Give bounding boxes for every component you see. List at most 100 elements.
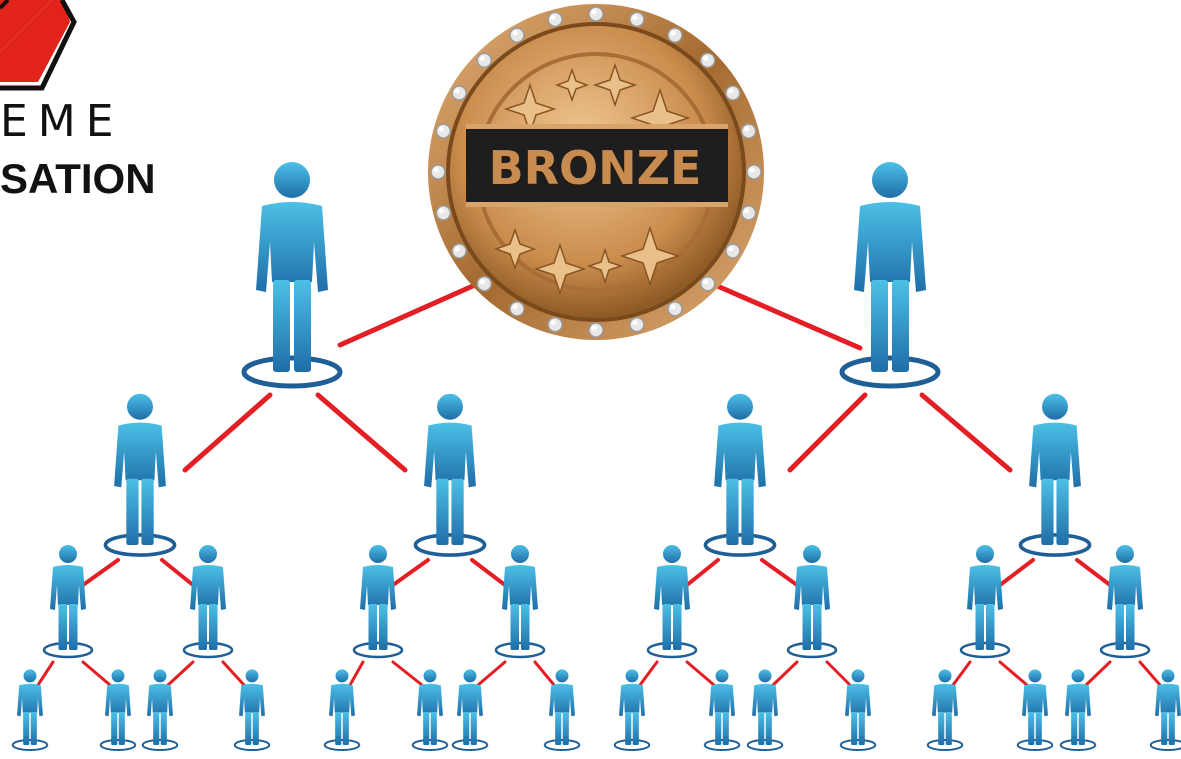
gem [588,322,604,338]
connection-line [470,558,507,587]
gem [435,123,452,139]
connection-line [1084,660,1112,687]
gem-shine [632,14,638,20]
gem [547,316,563,333]
person-icon [105,669,131,745]
connection-line [533,660,556,687]
connection-line [685,660,716,687]
badge-gems [430,6,762,338]
base-ring [1059,738,1097,752]
person-level4 [451,669,489,752]
gem-shine [512,30,518,36]
base-ring [839,738,877,752]
gem-shine [454,246,460,252]
person-icon [424,393,476,545]
connection-lines [36,282,1162,687]
badge-label: BRONZE [488,141,702,195]
person-icon [619,669,645,745]
base-ring [703,533,777,557]
gem [629,316,645,333]
person-icon [1029,393,1081,545]
gem-shine [670,304,676,310]
person-level3 [959,545,1011,659]
gem-shine [670,30,676,36]
connection-line [36,660,55,687]
connection-line [1138,660,1162,687]
gem [547,11,563,28]
person-level3 [352,545,404,659]
person-icon [654,545,690,650]
gem-shine [479,55,485,61]
connection-line [787,392,868,473]
person-icon [854,162,926,372]
gem [451,85,467,101]
gem-shine [512,304,518,310]
person-icon [360,545,396,650]
person-level4 [1059,669,1097,752]
base-ring [42,641,94,659]
base-ring [233,738,271,752]
person-level4 [1149,669,1181,752]
person-icon [1065,669,1091,745]
person-icon [1107,545,1143,650]
person-icon [714,393,766,545]
person-level2 [1018,393,1092,557]
gem [509,27,525,43]
gem [667,301,683,317]
base-ring [839,355,941,389]
logo-mark [0,0,77,91]
person-icon [256,162,328,372]
base-ring [11,738,49,752]
connection-line [825,660,852,687]
connection-line [998,660,1029,687]
person-level4 [543,669,581,752]
connection-line [81,660,112,687]
person-icon [967,545,1003,650]
gem [435,205,452,221]
gem-shine [591,9,597,15]
connection-line [951,660,972,687]
base-ring [494,641,546,659]
base-ring [103,533,177,557]
base-ring [926,738,964,752]
connection-line [166,660,195,687]
gem-shine [744,208,750,214]
person-level3 [494,545,546,659]
gem-shine [433,167,439,173]
base-ring [746,738,784,752]
connection-line [1075,558,1112,587]
gem-shine [703,279,709,285]
person-level3 [182,545,234,659]
base-ring [182,641,234,659]
person-icon [17,669,43,745]
connection-line [476,660,507,687]
base-ring [352,641,404,659]
person-icon [709,669,735,745]
base-ring [613,738,651,752]
connection-line [160,558,195,587]
connection-line [685,558,720,587]
gem [725,243,741,259]
connection-line [81,558,120,587]
base-ring [451,738,489,752]
person-icon [932,669,958,745]
person-icon [190,545,226,650]
connection-line [771,660,799,687]
gem [451,243,467,259]
bronze-badge [428,4,764,340]
gem [588,6,604,22]
gem-shine [591,325,597,331]
person-icon [329,669,355,745]
connection-line [182,392,273,473]
gem [476,52,493,69]
base-ring [1018,533,1092,557]
person-icon [417,669,443,745]
gem [667,27,683,43]
person-level2 [413,393,487,557]
gem-shine [744,126,750,132]
logo-text-line2: SATION [0,158,156,200]
gem [699,52,716,69]
gem-shine [728,246,734,252]
people-layer [11,162,1181,752]
